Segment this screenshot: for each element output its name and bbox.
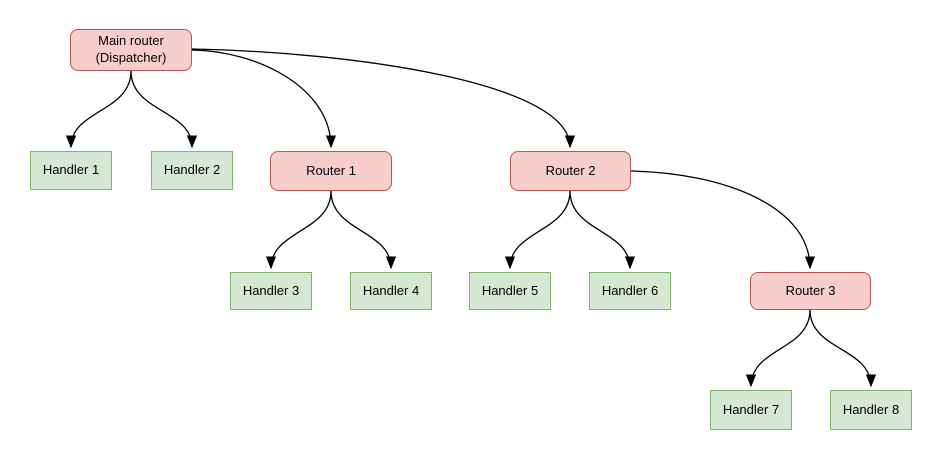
node-handler-6: Handler 6 <box>589 272 671 310</box>
edge-router-2-to-router-3 <box>630 170 816 270</box>
node-handler-5-label: Handler 5 <box>481 282 539 298</box>
node-handler-8: Handler 8 <box>830 390 912 430</box>
node-main-router-label-line2: (Dispatcher) <box>95 50 167 65</box>
edge-router-1-to-handler-4 <box>330 190 397 270</box>
edge-main-router-to-handler-1 <box>65 70 132 149</box>
node-router-3-label: Router 3 <box>785 282 836 298</box>
node-router-2-label: Router 2 <box>545 162 596 178</box>
node-main-router-label: Main router (Dispatcher) <box>96 33 167 67</box>
edge-main-router-to-router-2 <box>191 48 576 149</box>
edge-router-2-to-handler-6 <box>569 190 636 270</box>
node-router-1: Router 1 <box>270 151 392 191</box>
edge-router-3-to-handler-7 <box>745 309 811 388</box>
node-handler-5: Handler 5 <box>469 272 551 310</box>
node-router-3: Router 3 <box>750 272 871 310</box>
node-handler-2-label: Handler 2 <box>163 162 221 178</box>
node-handler-3: Handler 3 <box>230 272 312 310</box>
edge-main-router-to-router-1 <box>191 49 337 149</box>
edge-router-3-to-handler-8 <box>809 309 877 388</box>
node-handler-4-label: Handler 4 <box>362 282 420 298</box>
node-router-1-label: Router 1 <box>306 162 356 178</box>
node-handler-6-label: Handler 6 <box>601 282 659 298</box>
edge-main-router-to-handler-2 <box>130 70 198 149</box>
node-handler-4: Handler 4 <box>350 272 432 310</box>
node-handler-3-label: Handler 3 <box>242 282 300 298</box>
node-handler-8-label: Handler 8 <box>842 401 900 417</box>
node-router-2: Router 2 <box>510 151 631 191</box>
edge-router-2-to-handler-5 <box>504 190 571 270</box>
node-handler-7: Handler 7 <box>710 390 792 430</box>
node-main-router-label-line1: Main router <box>98 33 164 49</box>
node-handler-2: Handler 2 <box>151 151 233 190</box>
node-handler-1-label: Handler 1 <box>42 162 100 178</box>
node-handler-7-label: Handler 7 <box>722 401 780 417</box>
edge-router-1-to-handler-3 <box>265 190 332 270</box>
node-handler-1: Handler 1 <box>30 151 112 190</box>
node-main-router: Main router (Dispatcher) <box>70 29 192 71</box>
